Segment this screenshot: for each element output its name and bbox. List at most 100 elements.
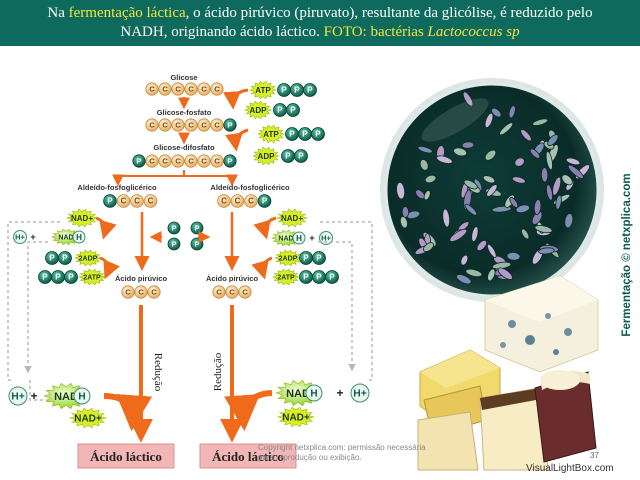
carbon-atom: C xyxy=(158,154,172,168)
carbon-atom: C xyxy=(238,285,252,299)
phosphate-group: P xyxy=(64,270,78,284)
svg-text:P: P xyxy=(277,106,283,115)
phosphate-group: P xyxy=(285,127,299,141)
phosphate-group: P xyxy=(257,194,272,208)
bacterium xyxy=(520,129,532,142)
watermark: VisualLightBox.com xyxy=(526,463,614,474)
carbon-atom: C xyxy=(210,82,224,96)
header-line-2: NADH, originando ácido láctico. FOTO: ba… xyxy=(0,23,640,42)
svg-text:C: C xyxy=(162,121,168,130)
recycle-loop-right-outer xyxy=(320,221,373,381)
bacterium xyxy=(508,105,516,119)
svg-text:P: P xyxy=(68,273,74,282)
phosphate-group: P xyxy=(294,149,308,163)
svg-text:P: P xyxy=(298,152,304,161)
bacterium xyxy=(499,122,514,136)
svg-text:C: C xyxy=(125,288,131,297)
svg-text:P: P xyxy=(194,240,199,249)
copyright-note: Copyright netxplica.com: permissão neces… xyxy=(258,443,426,462)
carbon-atom: C xyxy=(130,194,144,208)
phosphate-group: P xyxy=(38,270,52,284)
carbon-atom: C xyxy=(244,194,258,208)
header-text-1b: , o ácido pirúvico (piruvato), resultant… xyxy=(185,5,593,21)
svg-text:NAD+: NAD+ xyxy=(74,414,102,425)
carbon-atom: C xyxy=(145,118,159,132)
svg-text:P: P xyxy=(290,106,296,115)
atp-burst-2: ATP xyxy=(257,124,285,144)
svg-text:C: C xyxy=(162,85,168,94)
carbon-atom: C xyxy=(134,285,148,299)
svg-text:2ATP: 2ATP xyxy=(83,274,101,281)
atp-curl-2 xyxy=(225,128,249,152)
phosphate-group: P xyxy=(273,103,287,117)
phosphate-group: P xyxy=(303,83,317,97)
svg-text:H+: H+ xyxy=(353,389,367,400)
svg-text:C: C xyxy=(149,157,155,166)
hydrogen-atom: H xyxy=(78,392,85,403)
bacterium xyxy=(417,145,433,154)
carbon-atom: C xyxy=(184,82,198,96)
svg-text:P: P xyxy=(227,121,232,130)
nad-plus-bottom-right: NAD+ xyxy=(276,406,316,428)
bacterium xyxy=(561,174,573,186)
phosphate-group: P xyxy=(223,154,237,168)
svg-text:NAD+: NAD+ xyxy=(71,214,93,223)
bacterium xyxy=(521,228,530,240)
bacterium xyxy=(456,274,472,285)
nad-curl-left xyxy=(95,216,117,240)
svg-text:ATP: ATP xyxy=(263,130,279,139)
bacterium xyxy=(422,242,435,252)
carbon-atom: C xyxy=(210,118,224,132)
bacterium xyxy=(497,267,513,280)
svg-text:ADP: ADP xyxy=(250,106,268,115)
bacterium xyxy=(532,118,549,126)
free-phosphate: P xyxy=(167,237,181,251)
svg-text:P: P xyxy=(289,130,295,139)
svg-text:P: P xyxy=(262,197,268,206)
bacterium xyxy=(545,151,553,171)
phosphate-group: P xyxy=(45,251,59,265)
label-glicose-fosfato: Glicose-fosfato xyxy=(157,108,212,117)
bacterium xyxy=(463,179,478,190)
adp-burst-2: ADP xyxy=(252,146,280,166)
svg-text:C: C xyxy=(175,157,181,166)
svg-text:2ADP: 2ADP xyxy=(79,255,98,262)
bacterium xyxy=(401,206,410,218)
two-atp-burst-right: 2ATP xyxy=(272,268,300,286)
header-banner: Na fermentação láctica, o ácido pirúvico… xyxy=(0,0,640,46)
adp-burst-1: ADP xyxy=(244,100,272,120)
bacterium xyxy=(540,167,549,183)
svg-text:C: C xyxy=(188,121,194,130)
svg-text:NAD+: NAD+ xyxy=(281,214,303,223)
recycle-loop-left-inner xyxy=(24,241,48,374)
svg-text:P: P xyxy=(55,273,61,282)
svg-text:C: C xyxy=(175,121,181,130)
bacterium xyxy=(423,190,431,201)
h-plus-left: H+ xyxy=(13,230,27,244)
svg-text:P: P xyxy=(171,224,176,233)
label-piruvico-left: Ácido pirúvico xyxy=(115,274,168,283)
svg-text:C: C xyxy=(214,85,220,94)
svg-text:P: P xyxy=(281,86,287,95)
bacterium xyxy=(531,211,543,225)
bacterium xyxy=(555,194,562,210)
cheese-photo xyxy=(417,275,599,471)
free-phosphate: P xyxy=(167,221,181,235)
svg-text:ATP: ATP xyxy=(255,86,271,95)
svg-text:ADP: ADP xyxy=(258,152,276,161)
label-aldeido-left: Aldeído-fosfoglicérico xyxy=(77,183,157,192)
svg-text:P: P xyxy=(316,254,322,263)
label-piruvico-right: Ácido pirúvico xyxy=(206,274,259,283)
carbon-atom: C xyxy=(171,154,185,168)
carbon-atom: C xyxy=(184,154,198,168)
bacterium xyxy=(529,148,541,159)
bacterium xyxy=(484,149,497,161)
carbon-atom: C xyxy=(212,285,226,299)
